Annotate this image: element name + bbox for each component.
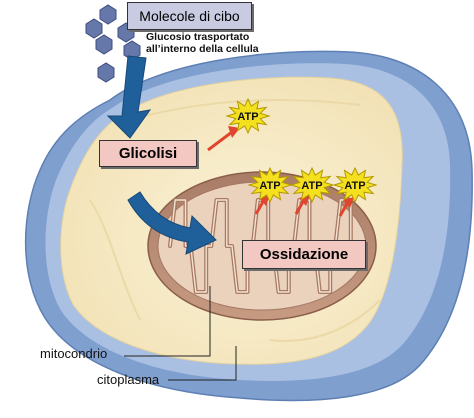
- atp-bursts: ATP ATP ATP ATP: [225, 97, 378, 204]
- ossidazione-label-box: Ossidazione: [242, 240, 366, 269]
- atp-star-icon: [332, 166, 378, 204]
- citoplasma-leader-line: [168, 346, 237, 381]
- food-molecule-icon: [85, 18, 103, 39]
- mitochondrion-cristae-core: [169, 199, 357, 293]
- molecole-label-box: Molecole di cibo: [127, 2, 252, 30]
- red-arrow-head-icon: [343, 197, 354, 208]
- glicolisi-label: Glicolisi: [118, 145, 178, 162]
- atp-release-arrows: [207, 126, 354, 217]
- cytoplasm-strand: [89, 199, 141, 321]
- food-molecule-icon: [99, 4, 117, 25]
- food-molecule-icon: [123, 40, 141, 61]
- food-molecule-icon: [97, 62, 115, 83]
- red-arrow-icon: [294, 199, 306, 215]
- glicolisi-label-box: Glicolisi: [99, 140, 197, 167]
- atp-label: ATP: [344, 180, 365, 192]
- red-arrow-icon: [207, 130, 233, 152]
- red-arrow-head-icon: [228, 126, 240, 138]
- mitocondrio-leader-line: [124, 286, 211, 357]
- atp-star-icon: [225, 97, 271, 135]
- atp-label: ATP: [301, 180, 322, 192]
- food-molecules: [85, 4, 141, 83]
- glucose-entry-arrow: [106, 55, 152, 139]
- molecole-label: Molecole di cibo: [139, 8, 240, 24]
- glucose-transport-caption: Glucosio trasportato all’interno della c…: [146, 31, 259, 55]
- atp-star-icon: [289, 166, 335, 204]
- red-arrow-icon: [254, 199, 266, 215]
- atp-star-icon: [247, 166, 293, 204]
- cytoplasm-strand: [269, 299, 381, 342]
- mitocondrio-label: mitocondrio: [40, 346, 108, 361]
- glucose-transport-line-1: Glucosio trasportato: [146, 31, 250, 43]
- citoplasma-label: citoplasma: [97, 372, 160, 387]
- glucose-transport-line-2: all’interno della cellula: [146, 43, 259, 55]
- food-molecule-icon: [95, 34, 113, 55]
- red-arrow-icon: [338, 201, 350, 217]
- atp-label: ATP: [259, 180, 280, 192]
- atp-label: ATP: [237, 111, 258, 123]
- cytoplasm-strand: [129, 99, 361, 121]
- ossidazione-label: Ossidazione: [259, 246, 349, 263]
- pyruvate-arrow: [127, 191, 217, 255]
